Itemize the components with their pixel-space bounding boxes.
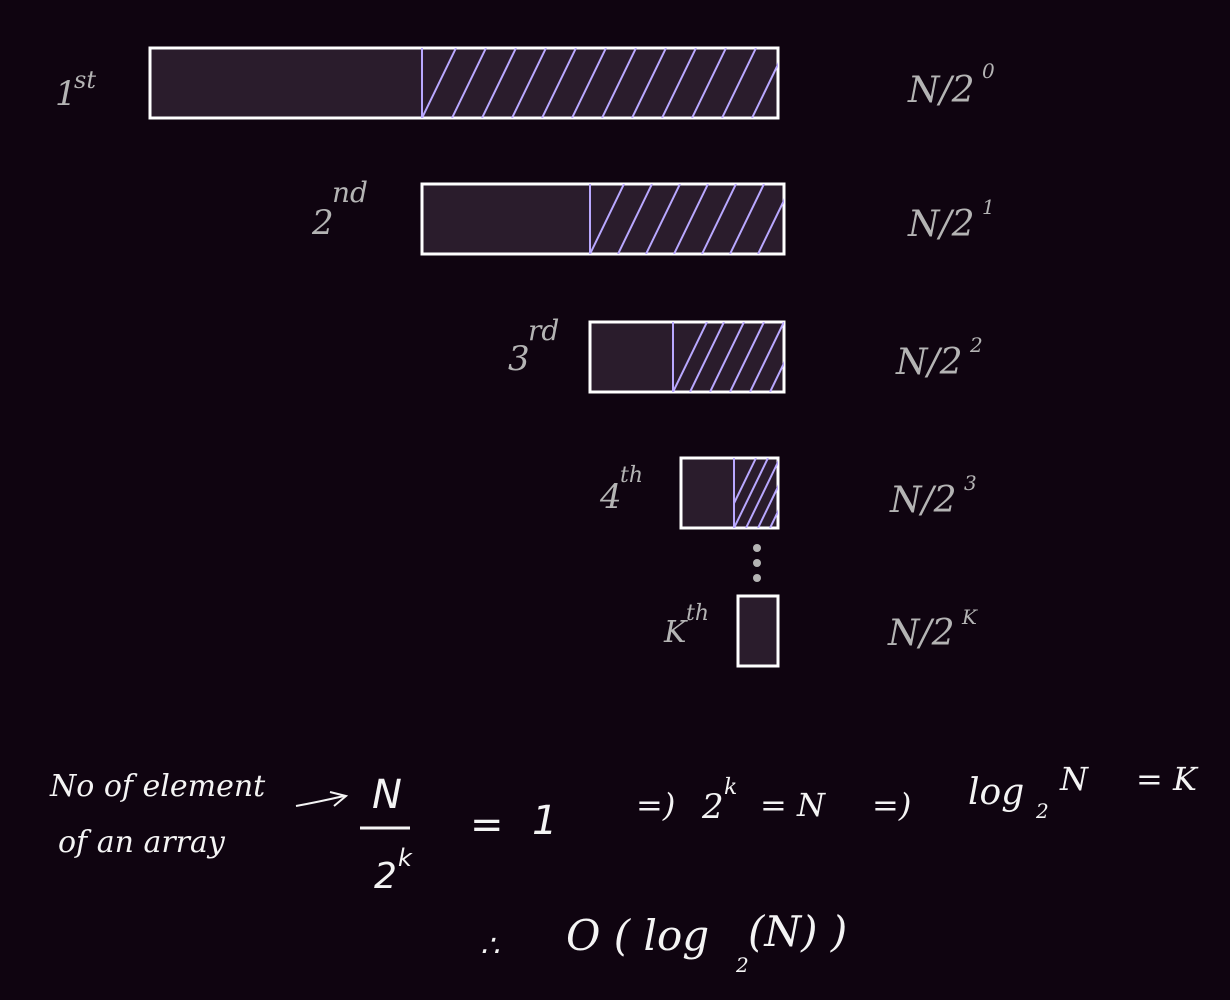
ordinal-4-number: 4 xyxy=(599,477,622,517)
size-label-k: N/2 xyxy=(887,613,955,654)
discarded-half-hatch-2 xyxy=(590,184,784,254)
ordinal-3-number: 3 xyxy=(508,339,530,379)
array-size-note-line1: No of element xyxy=(49,769,266,804)
pointer-arrow xyxy=(295,791,349,807)
continuation-dots xyxy=(753,544,761,582)
size-label-1-exp: 0 xyxy=(982,59,995,83)
log-arg: N xyxy=(1059,760,1089,798)
eq2-rest: = N xyxy=(760,786,826,824)
step-2: 2 nd N/2 1 xyxy=(311,176,995,256)
ordinal-k-letter: K xyxy=(663,615,688,650)
fraction-numerator: N xyxy=(372,772,402,818)
big-o-log-subscript: 2 xyxy=(735,953,749,977)
log-word: log xyxy=(968,772,1024,813)
array-box-2 xyxy=(420,182,786,256)
fraction-denominator-exp: k xyxy=(398,844,413,872)
therefore-symbol: ∴ xyxy=(480,929,499,964)
array-box-1 xyxy=(148,46,780,120)
big-o-expression: O ( log xyxy=(566,911,709,960)
ordinal-1-suffix: st xyxy=(74,66,96,94)
step-1: 1 st N/2 0 xyxy=(55,46,995,120)
ordinal-3-suffix: rd xyxy=(528,314,559,347)
implies-1: =) xyxy=(636,786,675,824)
step-k: K th N/2 K xyxy=(663,594,978,668)
fraction-denominator-base: 2 xyxy=(374,856,397,897)
ordinal-4-suffix: th xyxy=(620,463,643,488)
eq2-exp: k xyxy=(724,775,737,800)
ordinal-1-number: 1 xyxy=(55,74,77,114)
size-label-1: N/2 xyxy=(907,70,975,111)
size-label-4-exp: 3 xyxy=(964,471,977,495)
ordinal-2-suffix: nd xyxy=(332,176,368,209)
big-o-argument: (N) ) xyxy=(748,907,847,956)
array-size-note-line2: of an array xyxy=(58,825,226,860)
size-label-4: N/2 xyxy=(889,480,957,521)
ordinal-k-suffix: th xyxy=(686,601,709,626)
size-label-3-exp: 2 xyxy=(969,333,983,357)
ordinal-2-number: 2 xyxy=(311,203,334,243)
equals-sign: = xyxy=(470,802,504,848)
derivation: No of element of an array N 2 k = 1 =) 2… xyxy=(49,760,1199,897)
size-label-k-exp: K xyxy=(961,605,978,629)
array-box-k xyxy=(736,594,780,668)
conclusion: ∴ O ( log 2 (N) ) xyxy=(480,907,847,977)
size-label-3: N/2 xyxy=(895,342,963,383)
step-3: 3 rd N/2 2 xyxy=(508,314,983,394)
implies-2: =) xyxy=(872,786,911,824)
size-label-2-exp: 1 xyxy=(982,195,995,219)
array-box-3 xyxy=(588,320,786,394)
discarded-half-hatch-1 xyxy=(422,48,778,118)
result-one: 1 xyxy=(532,798,557,844)
log-rest: = K xyxy=(1136,760,1199,798)
eq2-base: 2 xyxy=(701,787,724,827)
step-4: 4 th N/2 3 xyxy=(599,456,977,530)
size-label-2: N/2 xyxy=(907,204,975,245)
log-base: 2 xyxy=(1035,799,1049,823)
discarded-half-hatch-3 xyxy=(673,322,784,392)
discarded-half-hatch-4 xyxy=(734,458,778,528)
